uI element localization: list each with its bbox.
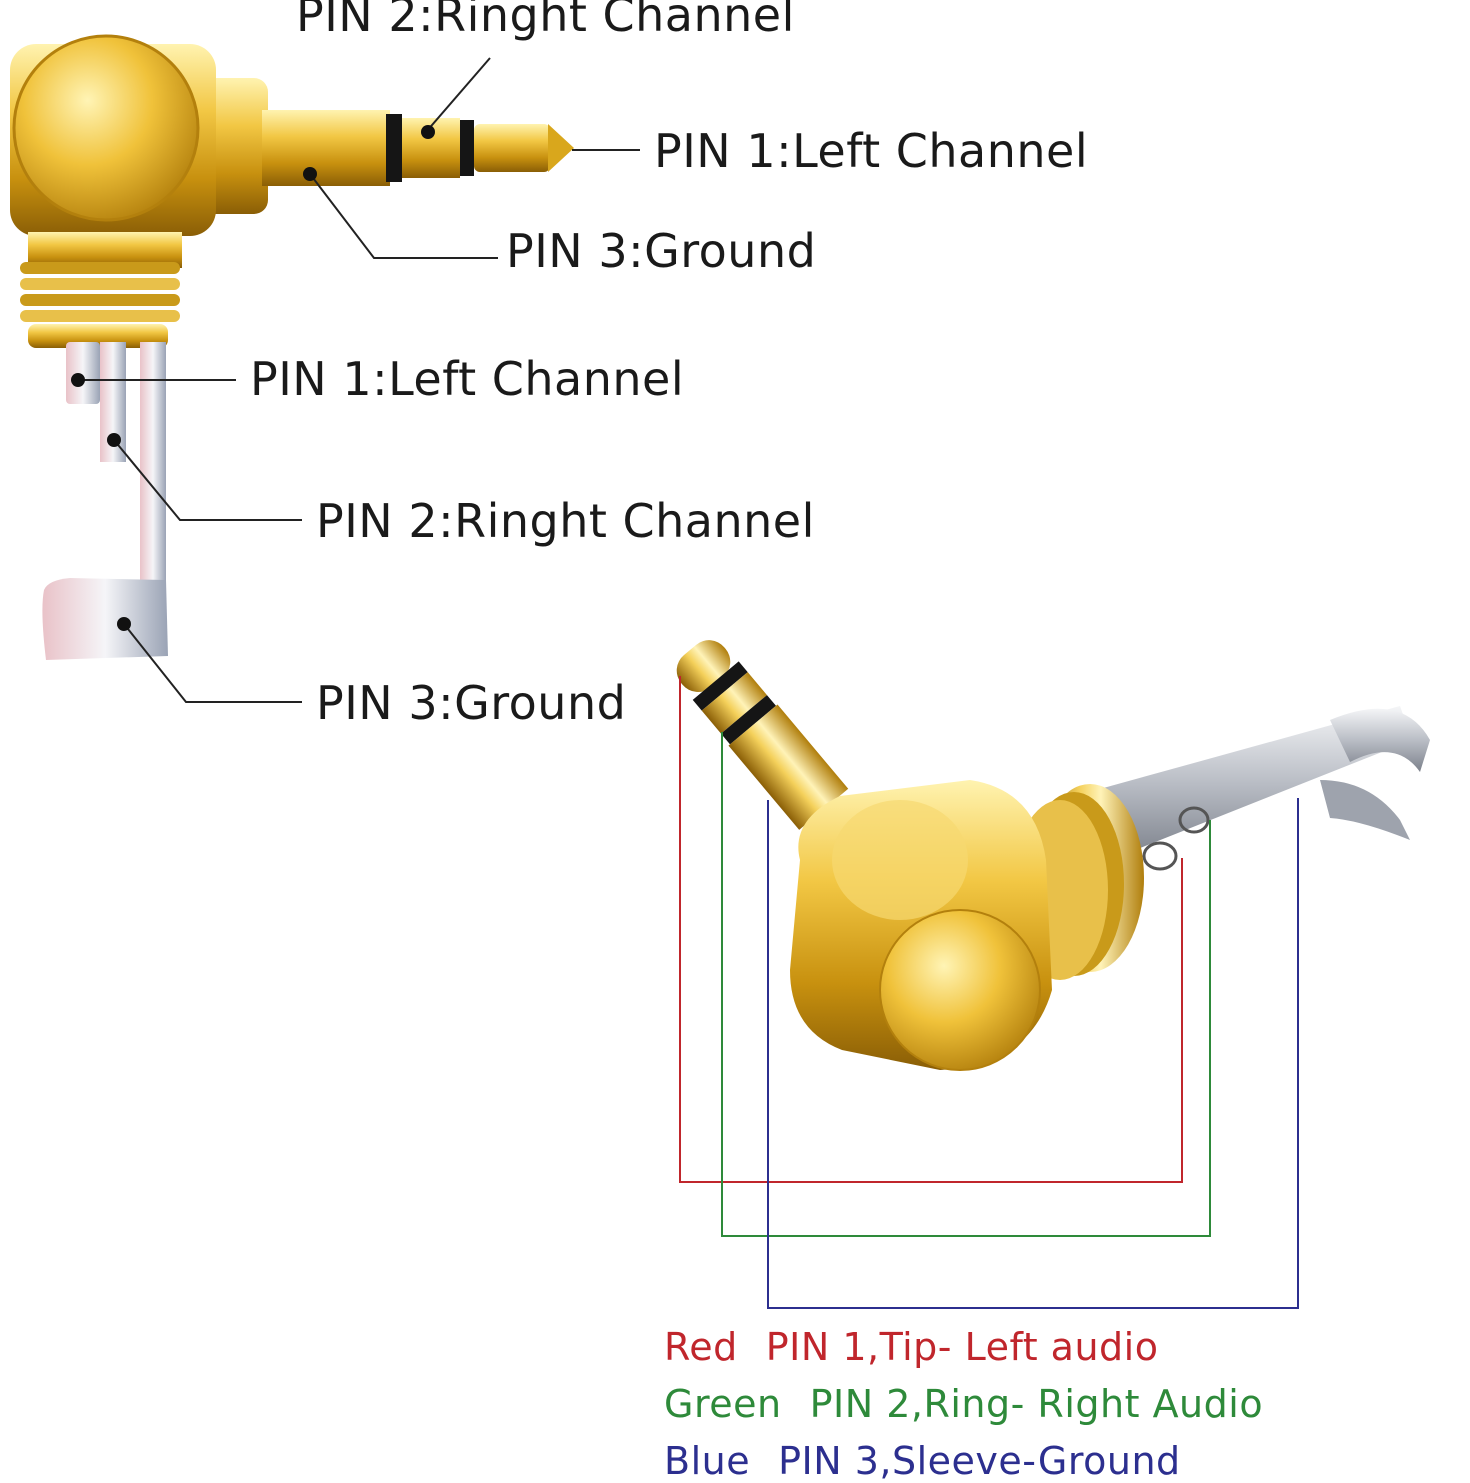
- bottom-connector: [676, 640, 1430, 1309]
- top-thread-4: [20, 310, 180, 322]
- bottom-head-face: [879, 909, 1041, 1071]
- label-pin2-terminal: PIN 2:Ringht Channel: [316, 494, 815, 548]
- top-sleeve: [262, 110, 390, 186]
- top-head-face: [12, 34, 200, 222]
- dot-pin3-plug: [303, 167, 317, 181]
- bottom-tail-hole-1: [1142, 841, 1178, 871]
- label-pin1-terminal: PIN 1:Left Channel: [250, 352, 685, 406]
- top-leader-lines: [78, 57, 640, 703]
- legend-color-name: Blue: [664, 1439, 751, 1483]
- bottom-tail-hook: [1330, 708, 1430, 772]
- bottom-tail-lug: [1320, 780, 1410, 840]
- top-insulator-ring-2: [460, 120, 474, 176]
- label-pin3-terminal: PIN 3:Ground: [316, 676, 627, 730]
- label-pin2-plug: PIN 2:Ringht Channel: [296, 0, 795, 42]
- leader-pin2-plug: [425, 57, 491, 133]
- legend-text: PIN 2,Ring- Right Audio: [809, 1382, 1264, 1426]
- legend-item-green: Green PIN 2,Ring- Right Audio: [664, 1385, 1263, 1423]
- legend-item-blue: Blue PIN 3,Sleeve-Ground: [664, 1442, 1181, 1480]
- dot-pin1-terminal: [71, 373, 85, 387]
- legend-text: PIN 1,Tip- Left audio: [765, 1325, 1159, 1369]
- top-insulator-ring-1: [386, 114, 402, 182]
- wire-green: [721, 732, 1211, 1237]
- wire-red: [679, 676, 1183, 1183]
- label-pin1-plug: PIN 1:Left Channel: [654, 124, 1089, 178]
- bottom-tail-hole-2: [1178, 806, 1210, 834]
- bottom-plug-tip: [676, 640, 731, 692]
- top-connector: [10, 34, 640, 703]
- wire-blue: [767, 798, 1299, 1309]
- bottom-tail-rail: [1060, 706, 1412, 860]
- bottom-plug-insulator-2: [721, 695, 776, 745]
- legend-item-red: Red PIN 1,Tip- Left audio: [664, 1328, 1158, 1366]
- legend-color-name: Green: [664, 1382, 782, 1426]
- top-thread-3: [20, 294, 180, 306]
- legend-color-name: Red: [664, 1325, 738, 1369]
- leader-pin3-plug: [309, 173, 498, 259]
- bottom-plug: [676, 640, 849, 830]
- top-tip-shaft: [474, 124, 550, 172]
- top-thread-2: [20, 278, 180, 290]
- bottom-plug-insulator-1: [692, 661, 748, 711]
- top-thread-bottom: [28, 324, 168, 348]
- label-pin3-plug: PIN 3:Ground: [506, 224, 817, 278]
- top-thread-1: [20, 262, 180, 274]
- legend-text: PIN 3,Sleeve-Ground: [778, 1439, 1181, 1483]
- dot-pin2-plug: [421, 125, 435, 139]
- leader-pin3-terminal: [123, 623, 302, 703]
- bottom-head-highlight: [832, 800, 968, 920]
- dot-pin2-terminal: [107, 433, 121, 447]
- leader-pin2-terminal: [113, 439, 302, 521]
- top-tip-point: [548, 124, 574, 172]
- bottom-plug-ring: [701, 672, 767, 734]
- bottom-plug-sleeve: [728, 704, 849, 830]
- top-tab-pin1: [66, 342, 100, 404]
- dot-pin3-terminal: [117, 617, 131, 631]
- top-tab-pin3-lug: [42, 578, 168, 660]
